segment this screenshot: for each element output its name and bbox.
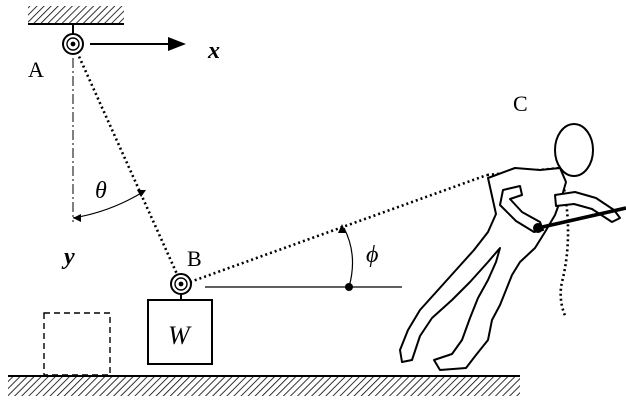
ceiling-support bbox=[28, 6, 124, 25]
phi-arrow bbox=[338, 224, 346, 233]
label-theta: θ bbox=[95, 178, 107, 204]
pulley-b-icon bbox=[170, 273, 192, 295]
initial-block-outline bbox=[43, 312, 111, 376]
weight-block bbox=[147, 299, 213, 365]
ceiling-hatch bbox=[28, 6, 124, 24]
man-pulling-rope-icon bbox=[399, 123, 626, 371]
rope-ab bbox=[75, 51, 183, 284]
label-a: A bbox=[28, 57, 44, 82]
label-phi: ϕ bbox=[366, 242, 378, 268]
rope-bc bbox=[189, 173, 488, 284]
x-axis-arrow bbox=[90, 37, 186, 51]
label-b: B bbox=[187, 246, 202, 271]
label-x-axis: x bbox=[207, 38, 220, 64]
pulley-a-icon bbox=[62, 24, 84, 55]
label-y-axis: y bbox=[61, 244, 75, 270]
label-weight: W bbox=[168, 321, 192, 350]
theta-arrow-right bbox=[137, 190, 146, 197]
ground bbox=[8, 375, 520, 396]
theta-arc bbox=[72, 191, 144, 219]
phi-arc bbox=[343, 227, 354, 288]
ground-hatch bbox=[8, 376, 520, 396]
label-c: C bbox=[513, 91, 528, 116]
theta-arrow-left bbox=[73, 214, 81, 222]
